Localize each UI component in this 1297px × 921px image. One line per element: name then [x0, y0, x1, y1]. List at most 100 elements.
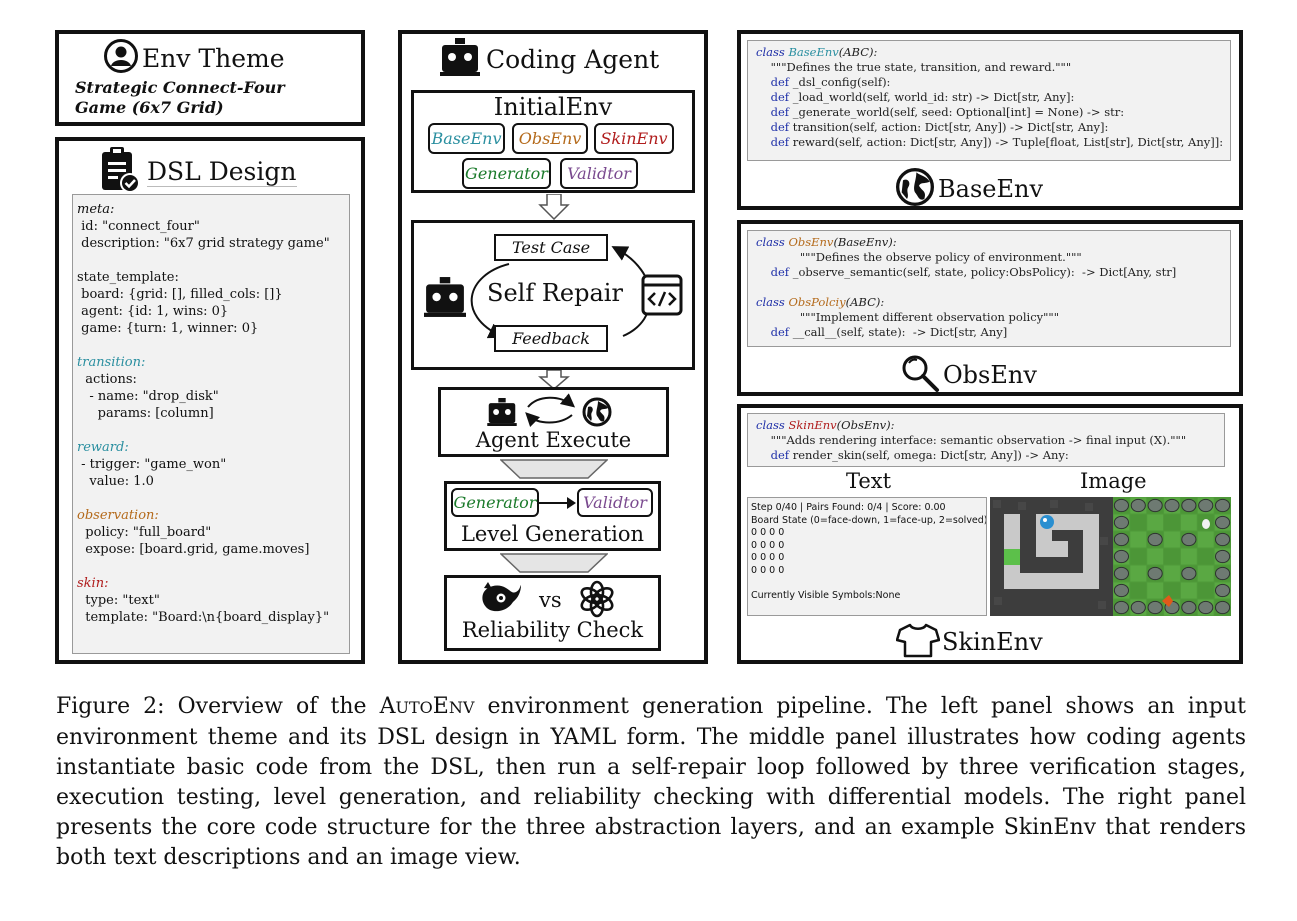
grass-tile	[1181, 515, 1197, 531]
code-line: """Implement different observation polic…	[756, 310, 1222, 325]
env-theme-panel: Env Theme Strategic Connect-Four Game (6…	[55, 30, 365, 126]
text-view-line: 0 0 0 0	[751, 527, 983, 540]
yaml-line: actions:	[77, 371, 345, 388]
code-token: def	[756, 325, 793, 339]
dsl-yaml-code: meta: id: "connect_four" description: "6…	[72, 194, 350, 654]
grass-tile	[1198, 566, 1214, 582]
code-token: (ObsEnv):	[837, 418, 895, 432]
rock-tile	[1215, 584, 1229, 596]
code-token: class	[756, 235, 788, 249]
grass-tile	[1181, 583, 1197, 599]
rock-tile	[1215, 516, 1229, 528]
skinenv-label: SkinEnv	[942, 628, 1043, 656]
text-view-label: Text	[846, 469, 891, 493]
yaml-line: state_template:	[77, 269, 345, 286]
text-view-panel: Step 0/40 | Pairs Found: 0/4 | Score: 0.…	[747, 497, 987, 616]
chip-generator: Generator	[462, 158, 551, 189]
code-token: (ABC):	[846, 295, 885, 309]
robot-icon	[424, 277, 466, 321]
rock-tile	[1199, 499, 1213, 511]
grass-tile	[1130, 515, 1146, 531]
grass-tile	[1198, 532, 1214, 548]
code-token: def	[756, 90, 793, 104]
feedback-box: Feedback	[494, 325, 608, 352]
yaml-line: params: [column]	[77, 405, 345, 422]
code-token: (BaseEnv):	[833, 235, 896, 249]
rock-tile	[1148, 499, 1162, 511]
caption-name-b: UTO	[396, 698, 433, 717]
yaml-line	[77, 252, 345, 269]
level-generation-label: Level Generation	[444, 522, 661, 546]
test-case-box: Test Case	[494, 234, 608, 261]
figure-caption: Figure 2: Overview of the AUTOENV enviro…	[56, 692, 1246, 873]
self-repair-label: Self Repair	[470, 279, 640, 307]
code-line: def _dsl_config(self):	[756, 75, 1222, 90]
rock-tile	[1131, 601, 1145, 613]
rock-tile	[1182, 533, 1196, 545]
rock-tile	[1114, 601, 1128, 613]
flow-funnel-1	[500, 459, 608, 479]
obsenv-label: ObsEnv	[943, 361, 1037, 389]
yaml-line	[77, 422, 345, 439]
grass-tile	[1164, 532, 1180, 548]
vs-label: vs	[539, 588, 562, 612]
code-token: class	[756, 45, 788, 59]
chip-baseenv: BaseEnv	[428, 123, 505, 154]
rock-tile	[1215, 533, 1229, 545]
caption-name-a: A	[380, 694, 396, 719]
grass-tile	[1147, 583, 1163, 599]
obsenv-footer: ObsEnv	[900, 353, 1037, 397]
code-line: def _generate_world(self, seed: Optional…	[756, 105, 1222, 120]
initial-env-title: InitialEnv	[414, 93, 692, 121]
code-line: class SkinEnv(ObsEnv):	[756, 418, 1216, 433]
rock-tile	[1114, 550, 1128, 562]
yaml-line: description: "6x7 grid strategy game"	[77, 235, 345, 252]
coding-agent-header: Coding Agent	[440, 38, 659, 80]
code-line: def transition(self, action: Dict[str, A…	[756, 120, 1222, 135]
rock-tile	[1114, 499, 1128, 511]
grass-tile	[1164, 549, 1180, 565]
code-token: def	[756, 265, 793, 279]
code-line: def _observe_semantic(self, state, polic…	[756, 265, 1222, 280]
yaml-line: board: {grid: [], filled_cols: []}	[77, 286, 345, 303]
code-token: class	[756, 295, 788, 309]
code-token: SkinEnv	[788, 418, 836, 432]
baseenv-footer: BaseEnv	[895, 167, 1043, 211]
deepseek-whale-icon	[480, 580, 522, 620]
dsl-design-title: DSL Design	[147, 157, 297, 187]
skinenv-code: class SkinEnv(ObsEnv): """Adds rendering…	[747, 413, 1225, 467]
yaml-line: game: {turn: 1, winner: 0}	[77, 320, 345, 337]
yaml-line	[77, 337, 345, 354]
code-token: render_skin(self, omega: Dict[str, Any])…	[793, 448, 1069, 462]
rock-tile	[1199, 601, 1213, 613]
caption-name: AUTOENV	[380, 694, 475, 719]
rock-tile	[1114, 516, 1128, 528]
rock-tile	[1215, 601, 1229, 613]
yaml-line: id: "connect_four"	[77, 218, 345, 235]
yaml-line: type: "text"	[77, 592, 345, 609]
code-line: """Defines the true state, transition, a…	[756, 60, 1222, 75]
text-view-line: 0 0 0 0	[751, 552, 983, 565]
rock-tile	[1215, 567, 1229, 579]
yaml-line: - name: "drop_disk"	[77, 388, 345, 405]
code-token: _dsl_config(self):	[793, 75, 891, 89]
rock-tile	[1165, 499, 1179, 511]
yaml-line: transition:	[77, 354, 345, 371]
openai-logo-icon	[578, 580, 616, 622]
code-token: def	[756, 120, 793, 134]
text-view-line: Board State (0=face-down, 1=face-up, 2=s…	[751, 515, 983, 528]
globe-icon	[895, 167, 935, 211]
yaml-line	[77, 490, 345, 507]
reliability-check-label: Reliability Check	[444, 618, 661, 642]
caption-text: environment generation pipeline. The lef…	[56, 694, 1246, 870]
code-line: class ObsPolciy(ABC):	[756, 295, 1222, 310]
grass-tile	[1164, 566, 1180, 582]
code-token: ObsPolciy	[788, 295, 845, 309]
code-token: """Implement different observation polic…	[756, 310, 1059, 324]
yaml-line: skin:	[77, 575, 345, 592]
dsl-design-header: DSL Design	[99, 145, 297, 199]
code-token: _observe_semantic(self, state, policy:Ob…	[793, 265, 1176, 279]
yaml-line: meta:	[77, 201, 345, 218]
code-token: """Defines the observe policy of environ…	[756, 250, 1082, 264]
code-token: reward(self, action: Dict[str, Any]) -> …	[793, 135, 1223, 149]
